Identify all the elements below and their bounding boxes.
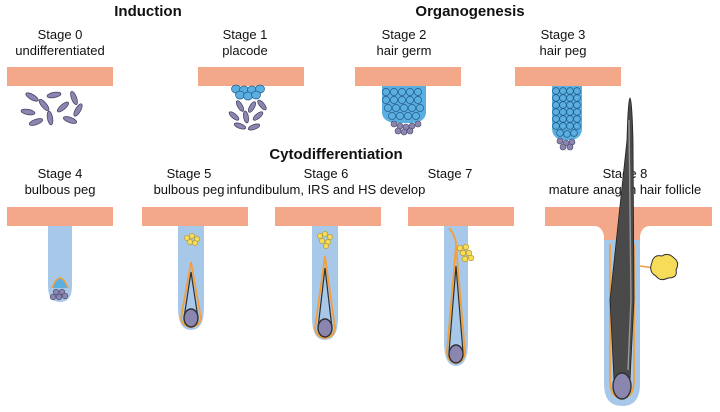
stage-3-hair-peg <box>552 86 582 140</box>
epidermis-stage-2 <box>355 67 461 86</box>
stage-6-label: Stage 6 infundibulum, IRS and HS develop <box>227 166 426 198</box>
header-induction: Induction <box>114 3 182 20</box>
epidermis-stage-1 <box>198 67 304 86</box>
header-cytodifferentiation: Cytodifferentiation <box>269 146 403 163</box>
stage-6-follicle <box>312 226 338 340</box>
stage-4-label: Stage 4 bulbous peg <box>25 166 96 198</box>
stage-4-follicle <box>48 226 72 302</box>
stage-3-dermal-papilla <box>556 137 576 151</box>
stage-0-desc: undifferentiated <box>15 43 105 58</box>
stage-8-follicle <box>604 97 679 406</box>
stage-5-label: Stage 5 bulbous peg <box>154 166 225 198</box>
stage-1-placode <box>231 84 265 101</box>
stage-1-dermal-condensate <box>228 99 267 131</box>
stage-1-desc: placode <box>222 43 268 58</box>
stage-5-follicle <box>178 226 204 330</box>
stage-3-title: Stage 3 <box>540 27 586 42</box>
epidermis-stage-7 <box>408 207 514 226</box>
stage-2-hair-germ <box>382 86 426 123</box>
stage-3-label: Stage 3 hair peg <box>540 27 587 59</box>
stage-1-title: Stage 1 <box>222 27 268 42</box>
stage-4-desc: bulbous peg <box>24 182 96 197</box>
stage-2-label: Stage 2 hair germ <box>377 27 432 59</box>
stage-4-title: Stage 4 <box>37 166 83 181</box>
stage-7-label: Stage 7 <box>428 166 473 182</box>
stage-0-mesenchymal-cells <box>20 90 83 126</box>
stage-3-desc: hair peg <box>539 43 587 58</box>
stage-5-title: Stage 5 <box>166 166 212 181</box>
stage-6-desc: infundibulum, IRS and HS develop <box>226 182 426 197</box>
epidermis-stage-5 <box>142 207 248 226</box>
epidermis-stage-0 <box>7 67 113 86</box>
stage-7-title: Stage 7 <box>427 166 473 181</box>
stage-0-title: Stage 0 <box>37 27 83 42</box>
stage-2-desc: hair germ <box>376 43 432 58</box>
stage-2-dermal-papilla <box>390 120 422 136</box>
stage-2-title: Stage 2 <box>381 27 427 42</box>
stage-8-sebaceous-gland <box>650 253 679 281</box>
stage-1-label: Stage 1 placode <box>222 27 268 59</box>
epidermis-stage-3 <box>515 67 621 86</box>
stage-7-follicle <box>444 226 475 366</box>
stage-0-label: Stage 0 undifferentiated <box>15 27 104 59</box>
epidermis-stage-6 <box>275 207 381 226</box>
epidermis-stage-4 <box>7 207 113 226</box>
stage-5-desc: bulbous peg <box>153 182 225 197</box>
stage-6-title: Stage 6 <box>303 166 349 181</box>
header-organogenesis: Organogenesis <box>415 3 525 20</box>
